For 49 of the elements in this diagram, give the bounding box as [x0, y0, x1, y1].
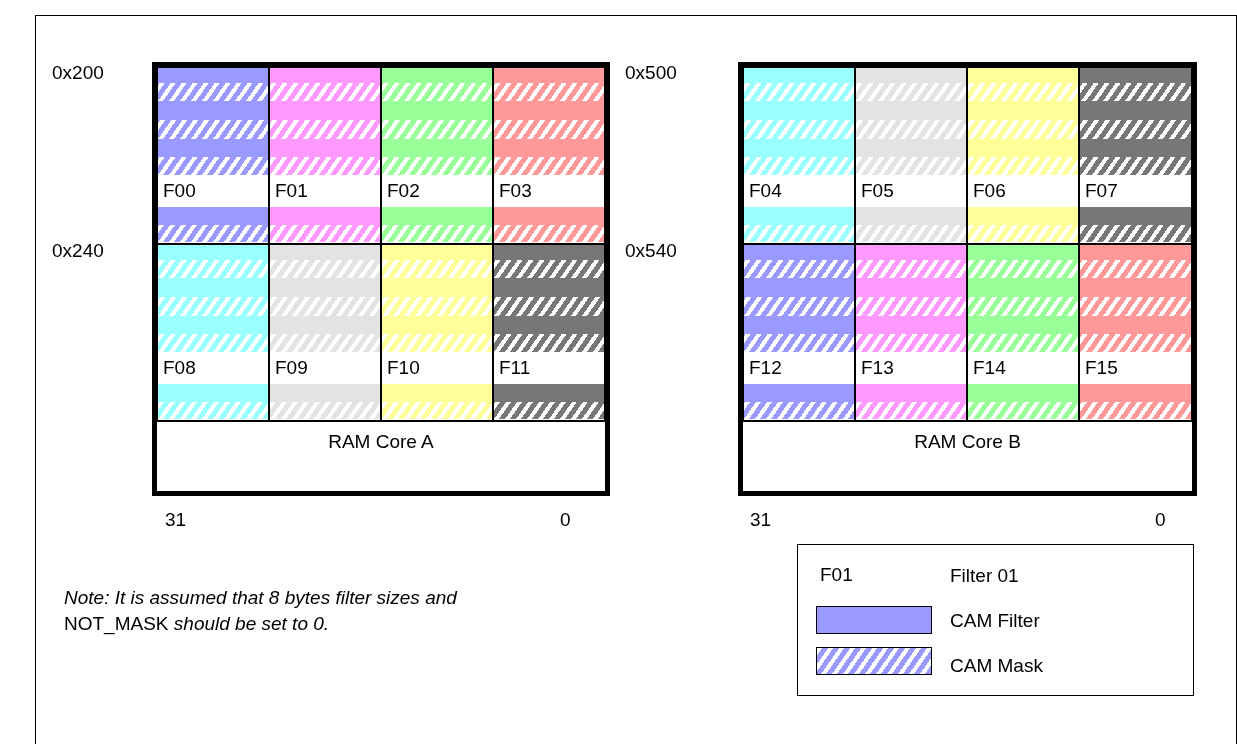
filter-block	[269, 244, 381, 421]
memory-block	[152, 62, 610, 496]
bit-number: 0	[1155, 509, 1166, 531]
legend-label: CAM Filter	[950, 610, 1040, 632]
filter-block	[967, 67, 1079, 244]
bit-number: 31	[750, 509, 772, 531]
filter-label: F07	[1085, 180, 1118, 202]
filter-block	[157, 244, 269, 421]
address-label: 0x240	[52, 240, 104, 262]
filter-label: F06	[973, 180, 1006, 202]
filter-label: F03	[499, 180, 532, 202]
address-label: 0x540	[625, 240, 677, 262]
ram-core-label: RAM Core B	[913, 431, 1022, 453]
legend-label: CAM Mask	[950, 655, 1043, 677]
legend-symbol: F01	[820, 564, 853, 586]
filter-label: F02	[387, 180, 420, 202]
memory-block	[738, 62, 1197, 496]
ram-core-label: RAM Core A	[327, 431, 435, 453]
filter-label: F14	[973, 357, 1006, 379]
filter-block	[157, 67, 269, 244]
filter-label: F15	[1085, 357, 1118, 379]
filter-block	[269, 67, 381, 244]
address-label: 0x500	[625, 62, 677, 84]
filter-label: F05	[861, 180, 894, 202]
filter-label: F10	[387, 357, 420, 379]
filter-label: F11	[499, 357, 531, 379]
filter-block	[381, 67, 493, 244]
filter-block	[743, 244, 855, 421]
filter-block	[381, 244, 493, 421]
filter-block	[1079, 244, 1192, 421]
filter-label: F04	[749, 180, 782, 202]
filter-block	[967, 244, 1079, 421]
bit-number: 0	[560, 509, 571, 531]
filter-label: F09	[275, 357, 308, 379]
filter-block	[1079, 67, 1192, 244]
filter-label: F00	[163, 180, 196, 202]
filter-label: F01	[275, 180, 308, 202]
legend-label: Filter 01	[950, 565, 1019, 587]
filter-block	[855, 67, 967, 244]
filter-block	[493, 67, 605, 244]
filter-block	[743, 67, 855, 244]
filter-block	[493, 244, 605, 421]
filter-label: F12	[749, 357, 782, 379]
filter-block	[855, 244, 967, 421]
bit-number: 31	[165, 509, 187, 531]
address-label: 0x200	[52, 62, 104, 84]
filter-label: F08	[163, 357, 196, 379]
filter-label: F13	[861, 357, 894, 379]
note-text: Note: It is assumed that 8 bytes filter sizes and NOT_MASK should be set to 0.	[64, 586, 459, 637]
